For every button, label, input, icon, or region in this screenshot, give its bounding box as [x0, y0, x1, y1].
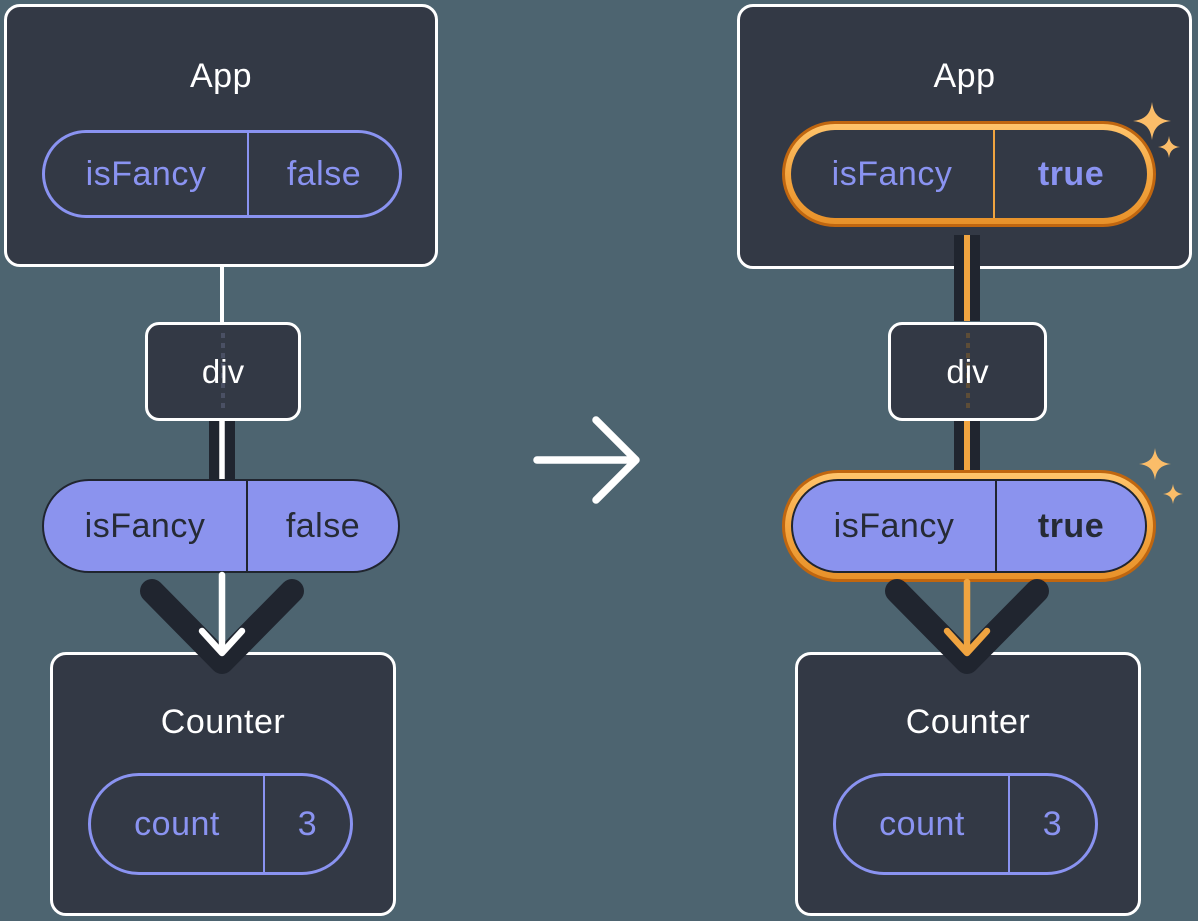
prop-pill-after: isFancy true [791, 479, 1147, 573]
state-name: isFancy [831, 154, 953, 193]
counter-state-pill-after: count 3 [833, 773, 1098, 875]
component-title: Counter [160, 703, 286, 741]
state-value: true [1037, 154, 1105, 193]
state-name: count [879, 804, 965, 843]
pill-divider [1008, 776, 1010, 872]
pill-divider [995, 481, 997, 571]
component-title: App [190, 57, 252, 95]
div-node-before: div [145, 322, 301, 421]
pass-through-line [221, 333, 225, 410]
down-arrow-icon [140, 571, 304, 674]
prop-name: isFancy [84, 506, 206, 545]
state-value: 3 [1042, 804, 1063, 843]
state-value: 3 [297, 804, 318, 843]
app-state-pill-before: isFancy false [42, 130, 402, 218]
pill-divider [247, 133, 249, 215]
div-node-after: div [888, 322, 1047, 421]
down-arrow-icon [885, 578, 1049, 674]
counter-state-pill-before: count 3 [88, 773, 353, 875]
pass-through-line [965, 333, 970, 410]
pill-divider [263, 776, 265, 872]
state-name: isFancy [85, 154, 207, 193]
state-name: count [134, 804, 220, 843]
prop-value: true [1037, 506, 1105, 545]
div-label: div [946, 352, 989, 390]
prop-pill-before: isFancy false [42, 479, 400, 573]
component-title: Counter [905, 703, 1031, 741]
fancy-highlight-ring: isFancy true [782, 121, 1156, 227]
sparkle-icon [1139, 448, 1171, 480]
fancy-highlight-ring: isFancy true [782, 470, 1156, 582]
state-value: false [286, 154, 362, 193]
pill-divider [993, 130, 995, 218]
component-title: App [933, 57, 996, 95]
app-state-pill-after: isFancy true [791, 130, 1147, 218]
sparkle-icon [1163, 484, 1183, 504]
div-label: div [201, 352, 245, 390]
right-arrow-icon [533, 416, 640, 504]
prop-name: isFancy [833, 506, 955, 545]
prop-value: false [285, 506, 361, 545]
pill-divider [246, 481, 248, 571]
